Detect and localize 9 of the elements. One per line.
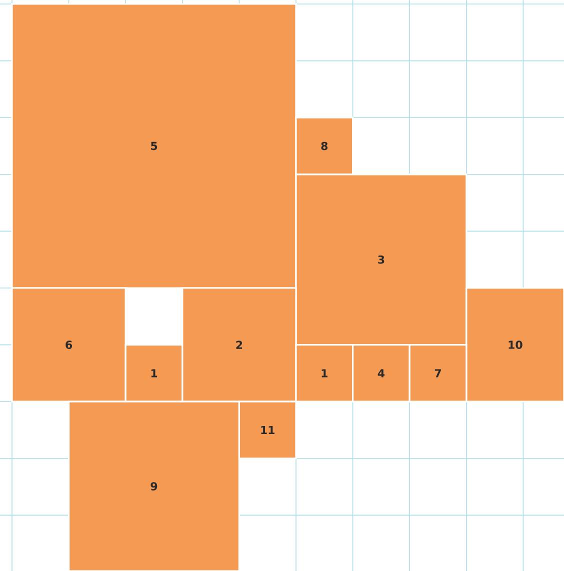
numbered-square: 1	[295, 344, 354, 402]
numbered-square: 9	[68, 400, 240, 571]
numbered-square: 8	[295, 116, 354, 176]
numbered-square: 4	[352, 344, 410, 402]
numbered-square: 1	[124, 344, 184, 402]
numbered-square: 7	[408, 344, 468, 402]
numbered-square: 3	[295, 174, 468, 346]
numbered-square: 5	[11, 3, 297, 289]
numbered-square: 11	[238, 400, 297, 460]
